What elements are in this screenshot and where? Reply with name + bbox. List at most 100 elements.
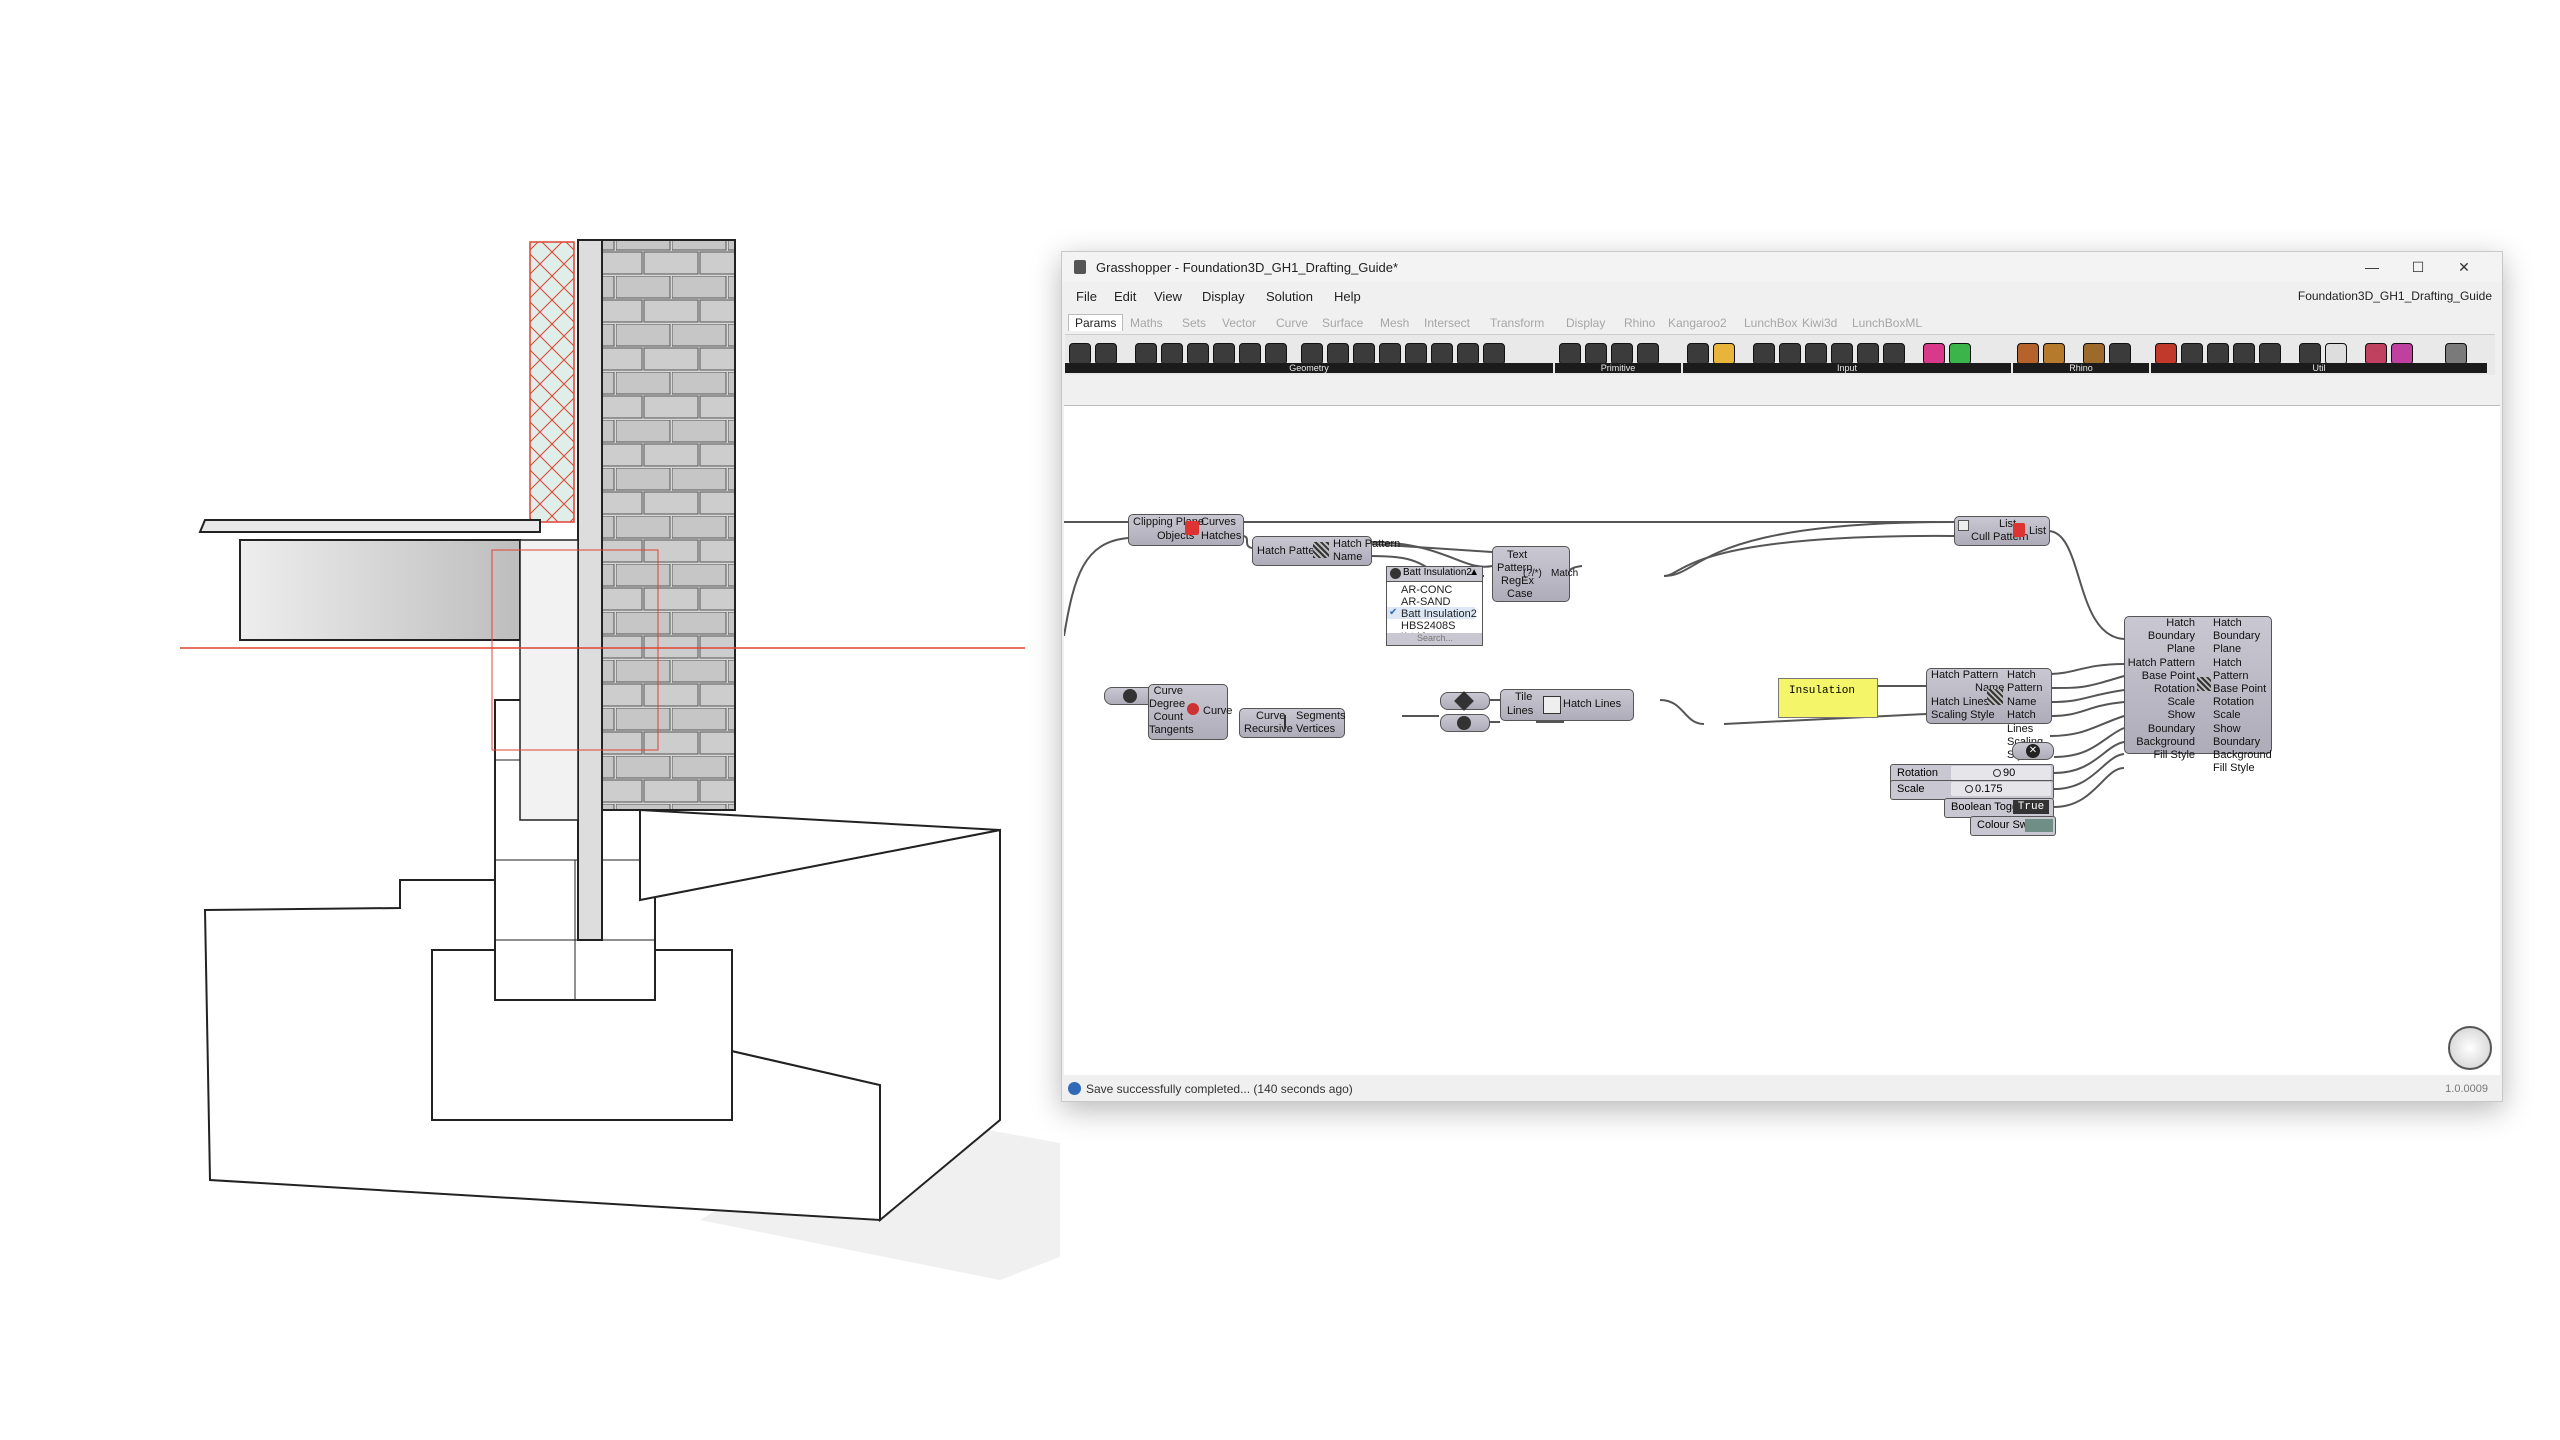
param-icon[interactable] [2155, 343, 2177, 365]
param-icon[interactable] [1483, 343, 1505, 365]
colour-swatch[interactable]: Colour Swatch [1970, 816, 2056, 836]
param-icon[interactable] [2365, 343, 2387, 365]
param-icon[interactable] [1559, 343, 1581, 365]
param-icon[interactable] [1239, 343, 1261, 365]
param-icon[interactable] [1585, 343, 1607, 365]
slider-grip-icon[interactable] [1993, 769, 2001, 777]
minimize-button[interactable]: — [2365, 259, 2379, 275]
tab-kangaroo2[interactable]: Kangaroo2 [1668, 316, 1727, 330]
hatch-deconstruct-component[interactable]: Hatch Boundary Plane Hatch Pattern Base … [2124, 616, 2272, 774]
tab-surface[interactable]: Surface [1322, 316, 1364, 330]
tab-params[interactable]: Params [1068, 314, 1124, 331]
param-icon[interactable] [1687, 343, 1709, 365]
param-icon[interactable] [2259, 343, 2281, 365]
param-icon[interactable] [1779, 343, 1801, 365]
slider-track[interactable] [1951, 782, 2051, 796]
tab-lunchbox[interactable]: LunchBox [1744, 316, 1798, 330]
text-match-component[interactable]: Text Pattern RegEx Case (?/*) Match [1492, 546, 1578, 602]
param-icon[interactable] [2043, 343, 2065, 365]
param-icon[interactable] [1753, 343, 1775, 365]
param-icon[interactable] [1805, 343, 1827, 365]
menu-help[interactable]: Help [1334, 289, 1361, 304]
hatch-pattern-component[interactable]: Hatch Pattern Hatch Pattern Name [1252, 536, 1400, 566]
scale-slider[interactable]: Scale 0.175 [1890, 780, 2054, 800]
tab-rhino[interactable]: Rhino [1624, 316, 1656, 330]
menu-file[interactable]: File [1076, 289, 1097, 304]
cull-pattern-component[interactable]: List Cull Pattern List [1954, 516, 2050, 546]
dropdown-search[interactable]: Search... [1387, 633, 1482, 645]
param-icon[interactable] [1637, 343, 1659, 365]
value-list-dropdown[interactable]: Batt Insulation2 ▲ AR-CONC AR-SAND ✔ Bat… [1386, 566, 1483, 646]
tab-curve[interactable]: Curve [1276, 316, 1309, 330]
param-icon[interactable] [1405, 343, 1427, 365]
dropdown-header[interactable]: Batt Insulation2 ▲ [1387, 567, 1482, 582]
param-icon[interactable] [2445, 343, 2467, 365]
interpolate-curve-component[interactable]: Curve Degree Count Tangents Curve [1148, 684, 1232, 740]
param-icon[interactable] [1379, 343, 1401, 365]
param-icon[interactable] [1095, 343, 1117, 365]
dropdown-item[interactable]: AR-CONC [1401, 584, 1453, 596]
param-icon[interactable] [1161, 343, 1183, 365]
close-button[interactable]: ✕ [2458, 259, 2470, 275]
param-icon[interactable] [1857, 343, 1879, 365]
param-icon[interactable] [2325, 343, 2347, 365]
hatch-lines-component[interactable]: Tile Lines Hatch Lines [1500, 689, 1634, 721]
param-icon[interactable] [1923, 343, 1945, 365]
null-param[interactable]: ✕ [2012, 742, 2054, 760]
geometry-param[interactable] [1440, 691, 1490, 711]
insulation-panel[interactable]: Insulation [1778, 678, 1878, 718]
param-icon[interactable] [1883, 343, 1905, 365]
tab-kiwi3d[interactable]: Kiwi3d [1802, 316, 1838, 330]
tab-maths[interactable]: Maths [1130, 316, 1163, 330]
tab-lunchboxml[interactable]: LunchBoxML [1852, 316, 1923, 330]
param-icon[interactable] [1069, 343, 1091, 365]
param-icon[interactable] [2017, 343, 2039, 365]
explode-component[interactable]: Curve Recursive Segments Vertices [1239, 708, 1346, 738]
tab-display[interactable]: Display [1566, 316, 1606, 330]
swatch-color[interactable] [2025, 819, 2053, 832]
grasshopper-canvas[interactable]: Clipping Plane Objects Curves Hatches Ha… [1064, 405, 2500, 1075]
curve-param[interactable] [1104, 687, 1156, 705]
menu-edit[interactable]: Edit [1114, 289, 1137, 304]
param-icon[interactable] [1353, 343, 1375, 365]
slider-track[interactable] [1951, 766, 2051, 780]
param-icon[interactable] [2391, 343, 2413, 365]
param-icon[interactable] [2299, 343, 2321, 365]
clipping-component[interactable]: Clipping Plane Objects Curves Hatches [1128, 514, 1244, 546]
param-icon[interactable] [1327, 343, 1349, 365]
tab-mesh[interactable]: Mesh [1380, 316, 1410, 330]
maximize-button[interactable]: ☐ [2411, 259, 2425, 275]
param-icon[interactable] [2207, 343, 2229, 365]
param-icon[interactable] [1213, 343, 1235, 365]
tab-sets[interactable]: Sets [1182, 316, 1207, 330]
tab-intersect[interactable]: Intersect [1424, 316, 1471, 330]
param-icon[interactable] [1265, 343, 1287, 365]
boolean-toggle[interactable]: Boolean Toggle True [1944, 798, 2054, 818]
param-icon[interactable] [1187, 343, 1209, 365]
param-icon[interactable] [2109, 343, 2131, 365]
tab-vector[interactable]: Vector [1222, 316, 1257, 330]
dropdown-item[interactable]: HBS2408S [1401, 620, 1456, 632]
param-icon[interactable] [1949, 343, 1971, 365]
param-icon[interactable] [2181, 343, 2203, 365]
tab-transform[interactable]: Transform [1490, 316, 1545, 330]
menu-display[interactable]: Display [1202, 289, 1245, 304]
param-icon[interactable] [1431, 343, 1453, 365]
param-icon[interactable] [2083, 343, 2105, 365]
param-icon[interactable] [1135, 343, 1157, 365]
rotation-slider[interactable]: Rotation 90 [1890, 764, 2054, 784]
navigation-compass-icon[interactable] [2448, 1026, 2492, 1070]
menu-view[interactable]: View [1154, 289, 1182, 304]
construct-hatch-pattern-component[interactable]: Hatch Pattern Name Hatch Lines Scaling S… [1926, 668, 2052, 761]
dropdown-item[interactable]: AR-SAND [1401, 596, 1451, 608]
curve-param-2[interactable] [1440, 714, 1490, 732]
dropdown-item[interactable]: Batt Insulation2 [1401, 608, 1477, 620]
param-icon[interactable] [1713, 343, 1735, 365]
param-icon[interactable] [1457, 343, 1479, 365]
param-icon[interactable] [1831, 343, 1853, 365]
param-icon[interactable] [1611, 343, 1633, 365]
toggle-value[interactable]: True [2013, 800, 2049, 814]
param-icon[interactable] [2233, 343, 2255, 365]
menu-solution[interactable]: Solution [1266, 289, 1313, 304]
param-icon[interactable] [1301, 343, 1323, 365]
